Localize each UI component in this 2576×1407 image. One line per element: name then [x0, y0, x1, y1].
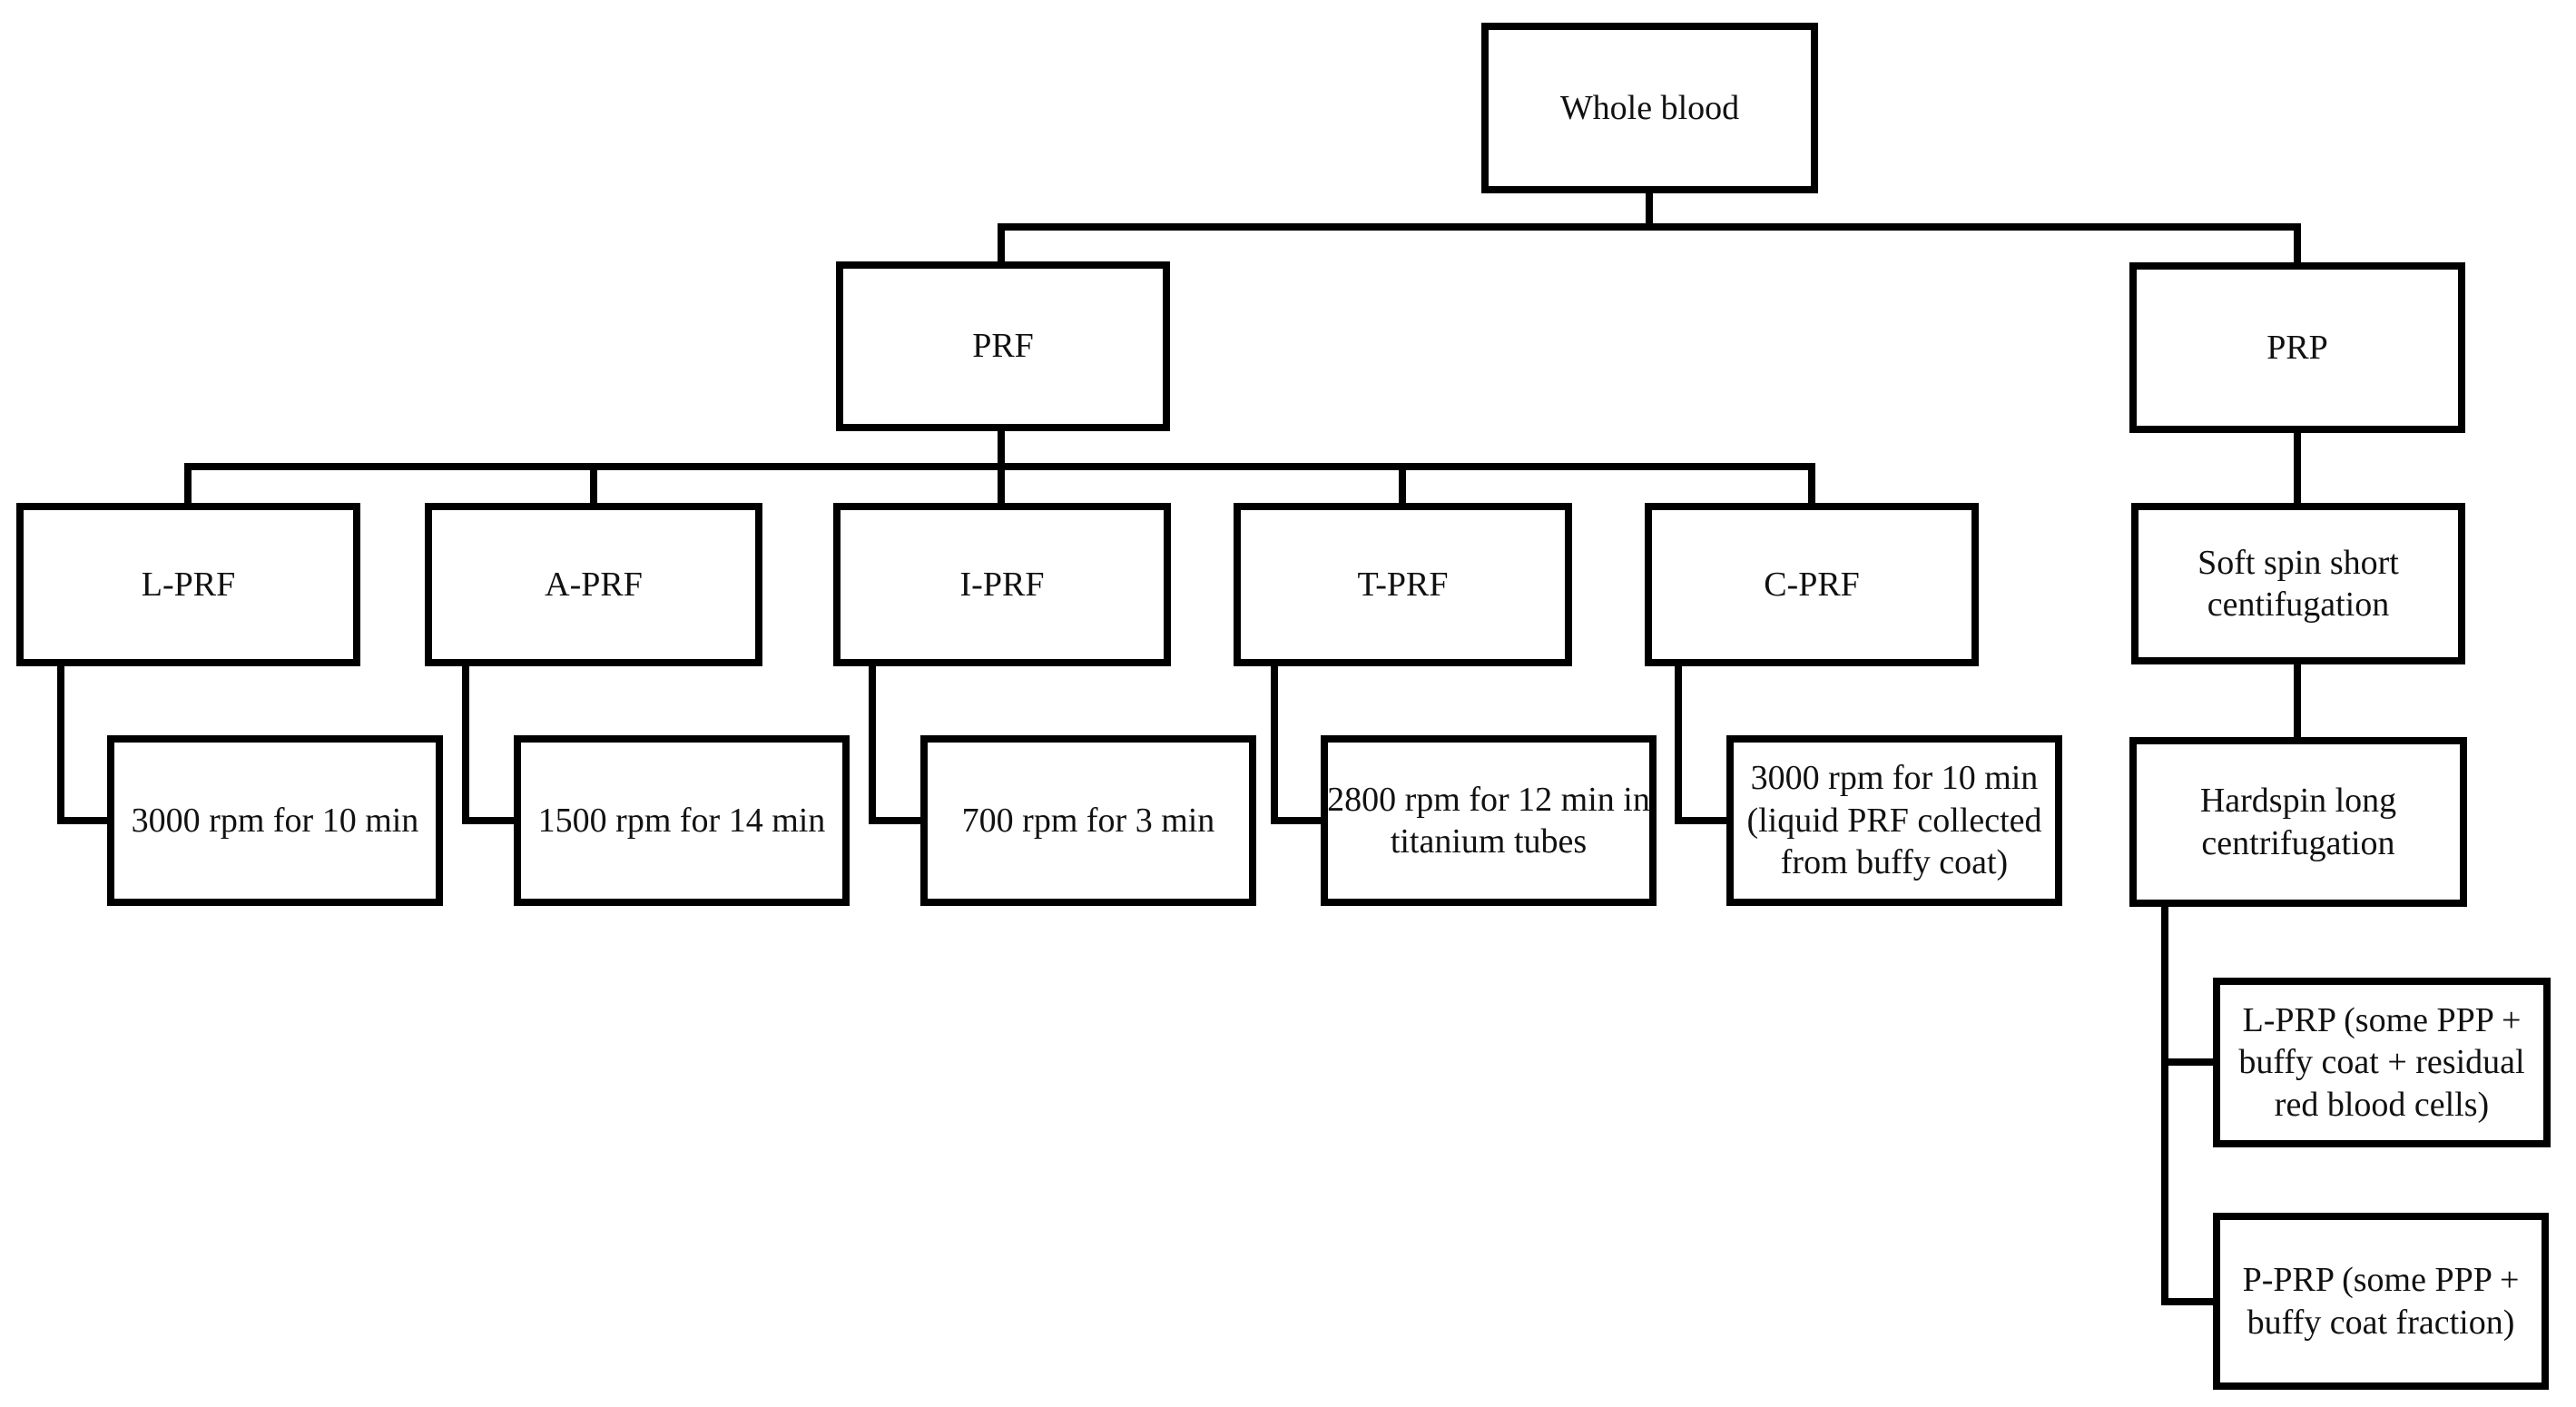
node-l-prp: L-PRP (some PPP + buffy coat + residual …	[2213, 978, 2551, 1147]
node-t-prf: T-PRF	[1234, 503, 1572, 666]
connector-lprf-stub	[184, 470, 192, 503]
connector-lprf-elbow-v	[57, 666, 64, 824]
connector-aprf-stub	[590, 470, 597, 503]
node-prf: PRF	[836, 261, 1170, 431]
connector-top-branch	[998, 223, 2301, 231]
connector-iprf-elbow-h	[869, 817, 928, 824]
connector-softspin-hardspin	[2294, 664, 2301, 737]
connector-lprp-elbow-h	[2161, 1058, 2220, 1066]
connector-cprf-elbow-v	[1675, 666, 1682, 824]
connector-aprf-elbow-v	[462, 666, 469, 824]
connector-pprp-elbow-h	[2161, 1298, 2220, 1305]
connector-prp-stub	[2294, 231, 2301, 262]
connector-tprf-elbow-h	[1271, 817, 1328, 824]
node-c-prf-detail: 3000 rpm for 10 min (liquid PRF collecte…	[1726, 735, 2062, 906]
connector-prf-stub	[998, 231, 1005, 261]
node-i-prf: I-PRF	[833, 503, 1171, 666]
connector-tprf-stub	[1399, 470, 1406, 503]
node-a-prf: A-PRF	[425, 503, 762, 666]
connector-prp-softspin	[2294, 433, 2301, 503]
node-l-prf-detail: 3000 rpm for 10 min	[107, 735, 443, 906]
connector-cprf-stub	[1808, 470, 1815, 503]
connector-lprf-elbow-h	[57, 817, 114, 824]
connector-iprf-elbow-v	[869, 666, 876, 824]
connector-wholeblood-stub	[1646, 193, 1653, 223]
node-i-prf-detail: 700 rpm for 3 min	[920, 735, 1256, 906]
node-hardspin: Hardspin long centrifugation	[2129, 737, 2467, 907]
node-t-prf-detail: 2800 rpm for 12 min in titanium tubes	[1321, 735, 1657, 906]
node-a-prf-detail: 1500 rpm for 14 min	[514, 735, 850, 906]
node-l-prf: L-PRF	[16, 503, 360, 666]
connector-hardspin-descender	[2161, 907, 2168, 1305]
node-c-prf: C-PRF	[1645, 503, 1979, 666]
connector-aprf-elbow-h	[462, 817, 521, 824]
node-p-prp: P-PRP (some PPP + buffy coat fraction)	[2213, 1213, 2549, 1390]
connector-prf-children-branch	[184, 463, 1815, 470]
node-soft-spin: Soft spin short centifugation	[2131, 503, 2465, 664]
connector-tprf-elbow-v	[1271, 666, 1278, 824]
node-prp: PRP	[2129, 262, 2465, 433]
node-whole-blood: Whole blood	[1481, 23, 1818, 193]
connector-cprf-elbow-h	[1675, 817, 1734, 824]
